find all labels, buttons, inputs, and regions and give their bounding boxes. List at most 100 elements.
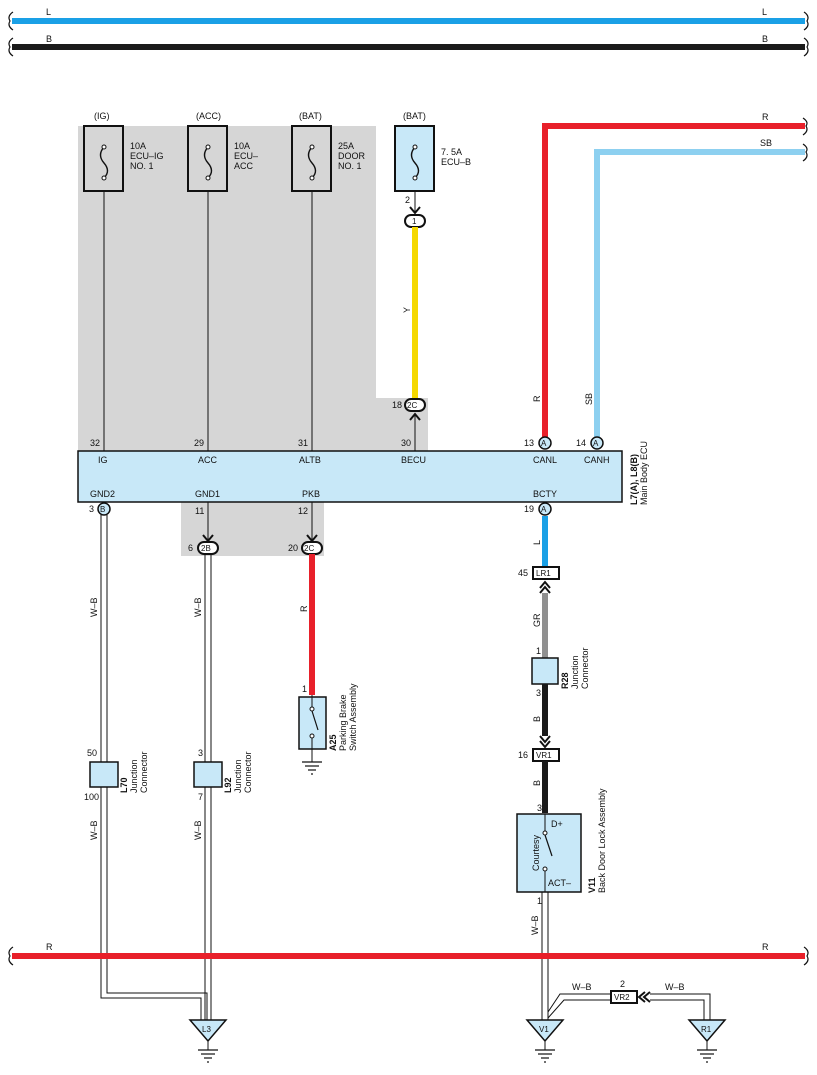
ground-r1: R1 <box>687 1019 727 1063</box>
ground-v1-label: V1 <box>539 1025 549 1034</box>
ecu-pin-14-conn: A <box>593 439 599 448</box>
back-door-lock-assembly <box>516 813 582 893</box>
bottom-wire-R: R R <box>8 942 809 966</box>
upper-shaded-area <box>78 126 428 451</box>
wire-gnd2 <box>100 515 108 762</box>
ecu-label-acc: ACC <box>198 455 218 465</box>
wire-y-label: Y <box>402 307 412 313</box>
top-wire-L-left-label: L <box>46 7 51 17</box>
v11-pin-top: 3 <box>537 803 542 813</box>
wire-gr-label: GR <box>532 613 542 627</box>
ground-l3: L3 <box>188 1019 228 1063</box>
wire-gnd2-label: W–B <box>89 597 99 617</box>
fuse-door: (BAT) 25A DOOR NO. 1 <box>291 111 366 192</box>
wire-l70-down-label: W–B <box>89 820 99 840</box>
ground-r1-label: R1 <box>701 1025 712 1034</box>
connector-2c-bottom-id: 2C <box>304 544 314 553</box>
connector-2b-id: 2B <box>201 544 211 553</box>
wire-b1-label: B <box>532 716 542 722</box>
ecu-pin-31: 31 <box>298 438 308 448</box>
r28-pin-bot: 3 <box>536 688 541 698</box>
wire-vr2-right-label: W–B <box>665 982 685 992</box>
top-wire-B-right-label: B <box>762 34 768 44</box>
connector-vr1-id: VR1 <box>536 751 552 760</box>
wire-l92-down-label: W–B <box>193 820 203 840</box>
ecu-pin-11: 11 <box>195 506 204 516</box>
ground-a25-icon <box>302 761 322 775</box>
ecu-pin-3-conn: B <box>100 505 105 514</box>
ecu-pin-19-conn: A <box>541 505 547 514</box>
r28-name2: Connector <box>580 647 590 689</box>
wire-canl-label: R <box>532 395 542 402</box>
ecu-pin-14: 14 <box>576 438 586 448</box>
connector-2b-pin: 6 <box>188 543 193 553</box>
v11-courtesy: Courtesy <box>531 834 541 871</box>
top-wire-B-left-label: B <box>46 34 52 44</box>
ecu-label-altb: ALTB <box>299 455 321 465</box>
ground-l3-icon <box>198 1049 218 1063</box>
ecu-pin-32: 32 <box>90 438 100 448</box>
connector-2b <box>197 541 219 555</box>
l92-name2: Connector <box>243 751 253 793</box>
fuse-ig-rating: 10A <box>130 141 146 151</box>
ecu-label-gnd2: GND2 <box>90 489 115 499</box>
ecu-label-bcty: BCTY <box>533 489 557 499</box>
fuse-ecu-b-name1: ECU–B <box>441 157 471 167</box>
ecu-pin-3: 3 <box>89 504 94 514</box>
ground-l3-label: L3 <box>202 1025 211 1034</box>
fuse-ig-source: (IG) <box>94 111 110 121</box>
connector-2c-top-id: 2C <box>407 401 417 410</box>
wire-vr2-right <box>650 993 711 1020</box>
junction-r28 <box>531 657 559 685</box>
v11-act-minus: ACT– <box>548 878 571 888</box>
lr1-pin: 45 <box>518 568 528 578</box>
l92-code: L92 <box>223 777 233 793</box>
v11-pin-bot: 1 <box>537 896 542 906</box>
fuse-door-name1: DOOR <box>338 151 366 161</box>
l70-pin-bot: 100 <box>84 792 99 802</box>
wire-pkb-label: R <box>299 605 309 612</box>
r28-name1: Junction <box>570 655 580 689</box>
wire-bcty-label: L <box>532 540 542 545</box>
right-wire-top-label: R <box>762 112 769 122</box>
ground-r1-icon <box>697 1049 717 1063</box>
wire-vr2-left <box>547 993 611 1019</box>
wire-v11-down-label: W–B <box>530 915 540 935</box>
ecu-pin-13-conn: A <box>541 439 547 448</box>
fuse-ig-name2: NO. 1 <box>130 161 154 171</box>
connector-vr2-id: VR2 <box>614 993 630 1002</box>
fuse-acc-rating: 10A <box>234 141 250 151</box>
ecu-label-pkb: PKB <box>302 489 320 499</box>
v11-d-plus: D+ <box>551 819 563 829</box>
ecu-code: L7(A), L8(B) <box>629 454 639 505</box>
wire-l92-down <box>204 787 212 1020</box>
fuse-ecu-b-source: (BAT) <box>403 111 426 121</box>
r28-code: R28 <box>560 672 570 689</box>
r28-pin-top: 1 <box>536 646 541 656</box>
v11-name: Back Door Lock Assembly <box>597 788 607 893</box>
bottom-wire-right-label: R <box>762 942 769 952</box>
connector-2c-bottom-pin: 20 <box>288 543 298 553</box>
vr2-pin: 2 <box>620 979 625 989</box>
ecu-pin-30: 30 <box>401 438 411 448</box>
fuse-ig-name1: ECU–IG <box>130 151 164 161</box>
top-wire-B: B B <box>8 34 809 57</box>
wire-gnd1 <box>204 554 212 762</box>
connector-vr2 <box>610 990 638 1004</box>
ground-v1: V1 <box>525 1019 565 1063</box>
ecu-label-becu: BECU <box>401 455 426 465</box>
connector-1-id: 1 <box>412 217 417 226</box>
junction-l92 <box>193 761 223 788</box>
ecu-pin-19: 19 <box>524 504 534 514</box>
wire-canh-label: SB <box>584 393 594 405</box>
ecu-label-gnd1: GND1 <box>195 489 220 499</box>
bottom-wire-left-label: R <box>46 942 53 952</box>
wire-l70-down <box>100 787 208 1020</box>
vr1-pin: 16 <box>518 750 528 760</box>
ecu-label-canh: CANH <box>584 455 610 465</box>
main-body-ecu <box>77 450 623 503</box>
fuse-ecu-b: (BAT) 7. 5A ECU–B <box>394 111 471 192</box>
v11-code: V11 <box>587 877 597 893</box>
top-wire-L: L L <box>8 7 809 31</box>
